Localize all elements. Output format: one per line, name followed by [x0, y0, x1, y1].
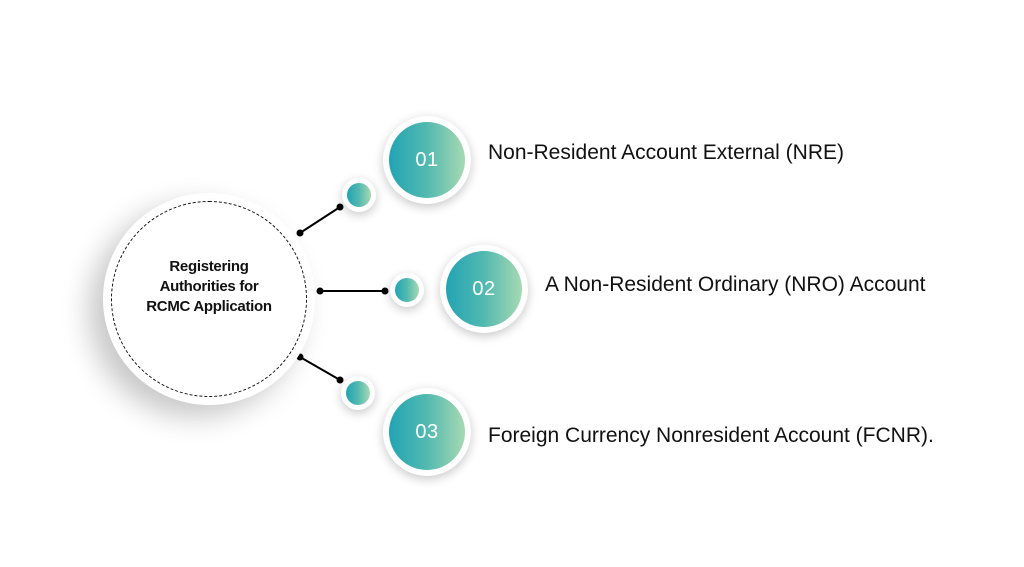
- connector-dot-2b: [381, 287, 389, 295]
- connector-line-3: [299, 356, 341, 381]
- connector-dot-3b: [336, 376, 344, 384]
- item-number-circle-2: 02: [440, 245, 528, 333]
- connector-node-1: [342, 178, 376, 212]
- item-label-2: A Non-Resident Ordinary (NRO) Account: [545, 273, 926, 296]
- item-label-3: Foreign Currency Nonresident Account (FC…: [488, 424, 934, 447]
- connector-dot-2a: [316, 287, 324, 295]
- connector-dot-1b: [336, 203, 344, 211]
- connector-node-2: [390, 273, 424, 307]
- item-number-1: 01: [415, 148, 439, 171]
- hub-title-line-1: Registering: [169, 258, 249, 275]
- item-number-2: 02: [472, 277, 496, 300]
- connector-line-1: [299, 206, 341, 234]
- item-label-1: Non-Resident Account External (NRE): [488, 141, 844, 164]
- hub-title-line-3: RCMC Application: [146, 298, 272, 315]
- central-hub-circle: Registering Authorities for RCMC Applica…: [103, 193, 315, 405]
- item-number-circle-3: 03: [383, 388, 471, 476]
- hub-title: Registering Authorities for RCMC Applica…: [103, 257, 315, 317]
- connector-dot-1a: [296, 229, 304, 237]
- connector-node-3: [341, 376, 375, 410]
- item-number-circle-1: 01: [383, 116, 471, 204]
- item-number-3: 03: [415, 420, 439, 443]
- hub-title-line-2: Authorities for: [159, 278, 259, 295]
- hub-dashed-ring: [111, 201, 307, 397]
